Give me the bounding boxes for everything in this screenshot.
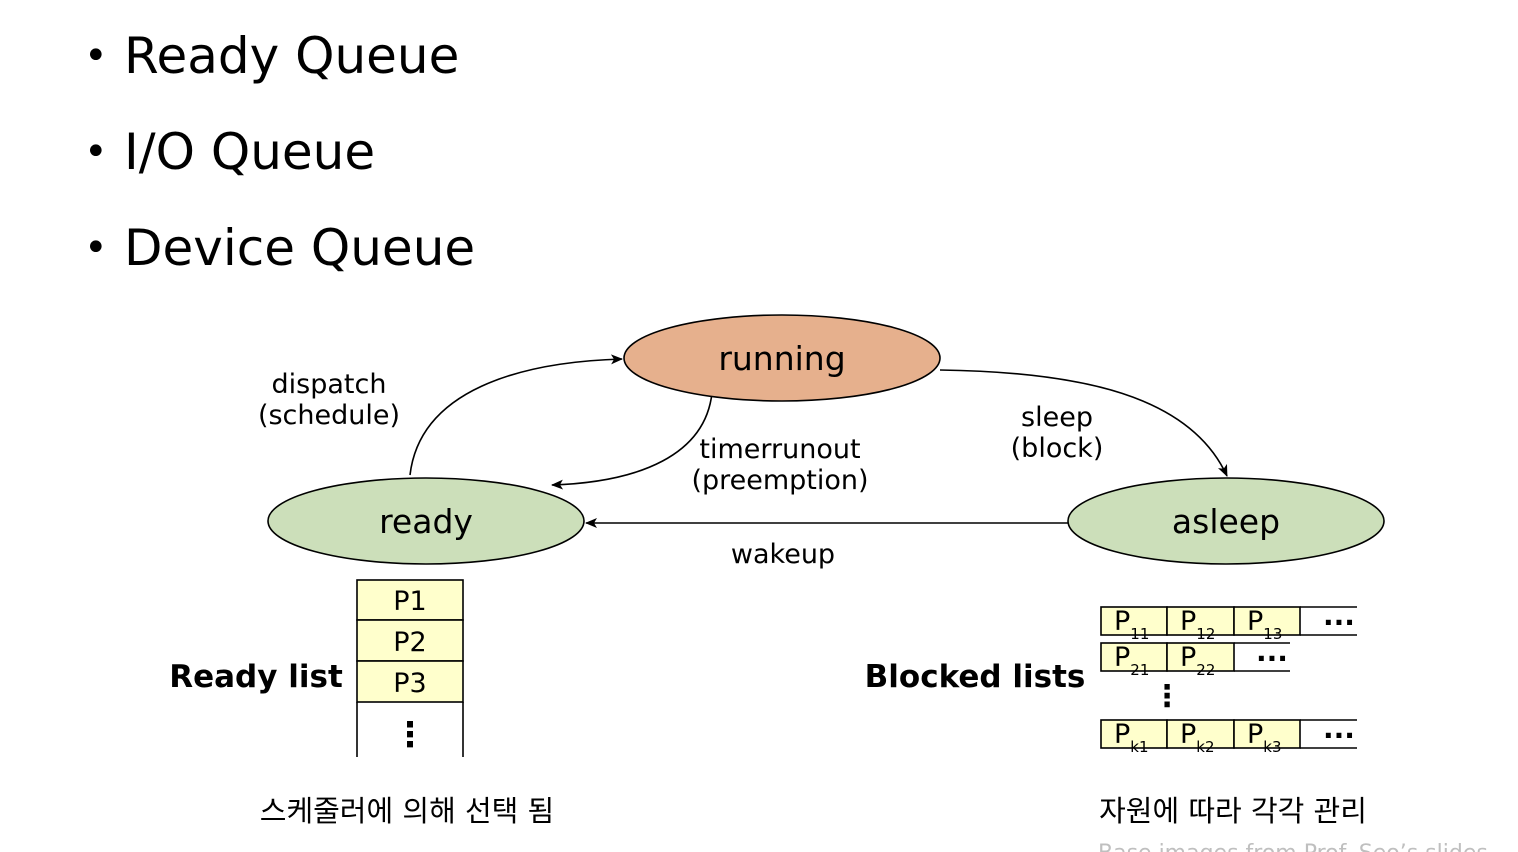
ready-list: P1 P2 P3 ⋮: [356, 579, 464, 757]
bullet-item: I/O Queue: [84, 104, 475, 200]
state-ready-label: ready: [379, 502, 473, 541]
blocked-list-cell: [1100, 606, 1168, 636]
state-asleep: asleep: [1067, 477, 1385, 565]
blocked-list-cell: [1166, 719, 1235, 749]
timerrunout-sublabel: (preemption): [691, 465, 868, 496]
blocked-list-more: ···: [1256, 642, 1288, 675]
state-ready: ready: [267, 477, 585, 565]
timerrunout-label: timerrunout: [699, 434, 860, 465]
blocked-lists-title: Blocked lists: [865, 659, 1086, 695]
blocked-list-cell: [1100, 642, 1168, 672]
blocked-list-more: ···: [1323, 719, 1355, 752]
bullet-list: Ready Queue I/O Queue Device Queue: [84, 8, 475, 296]
blocked-list-item: P22: [1180, 642, 1215, 679]
blocked-list-item: P12: [1180, 606, 1215, 643]
blocked-list-row-2: P21 P22 ···: [1100, 642, 1290, 679]
ready-list-cell: [356, 579, 464, 621]
ready-list-item: P3: [393, 668, 426, 699]
image-credit: Base images from Prof. Seo’s slides: [1098, 841, 1488, 852]
blocked-list-item: Pk3: [1247, 719, 1282, 756]
blocked-list-cell: [1233, 606, 1301, 636]
blocked-lists-vertical-more: ⋮: [1152, 679, 1182, 714]
ready-list-title: Ready list: [169, 659, 343, 695]
blocked-list-cell: [1100, 719, 1168, 749]
bullet-item: Ready Queue: [84, 8, 475, 104]
dispatch-sublabel: (schedule): [258, 400, 400, 431]
state-running: running: [623, 314, 941, 402]
sleep-sublabel: (block): [1011, 433, 1104, 464]
blocked-list-cell: [1166, 606, 1235, 636]
ready-list-item: P1: [393, 586, 426, 617]
blocked-list-item: Pk1: [1114, 719, 1149, 756]
timerrunout-arrow: [551, 392, 713, 490]
blocked-list-row-k: Pk1 Pk2 Pk3 ···: [1100, 719, 1357, 756]
blocked-list-cell: [1233, 719, 1301, 749]
blocked-list-item: P21: [1114, 642, 1149, 679]
ready-list-more: ⋮: [393, 715, 427, 755]
sleep-label: sleep: [1021, 402, 1093, 433]
state-asleep-label: asleep: [1172, 502, 1280, 541]
blocked-list-item: P13: [1247, 606, 1282, 643]
blocked-list-more: ···: [1323, 606, 1355, 639]
blocked-list-row-1: P11 P12 P13 ···: [1100, 606, 1357, 643]
dispatch-label: dispatch: [272, 369, 387, 400]
state-running-label: running: [718, 339, 845, 378]
wakeup-label: wakeup: [731, 539, 835, 570]
sleep-arrow: [939, 369, 1228, 477]
blocked-list-item: P11: [1114, 606, 1149, 643]
blocked-list-cell: [1166, 642, 1235, 672]
blocked-list-item: Pk2: [1180, 719, 1215, 756]
ready-list-caption: 스케줄러에 의해 선택 됨: [260, 794, 554, 828]
ready-list-cell: [356, 660, 464, 703]
bullet-item: Device Queue: [84, 200, 475, 296]
blocked-lists-caption: 자원에 따라 각각 관리: [1099, 794, 1367, 828]
dispatch-arrow: [409, 354, 623, 476]
ready-list-item: P2: [393, 627, 426, 658]
